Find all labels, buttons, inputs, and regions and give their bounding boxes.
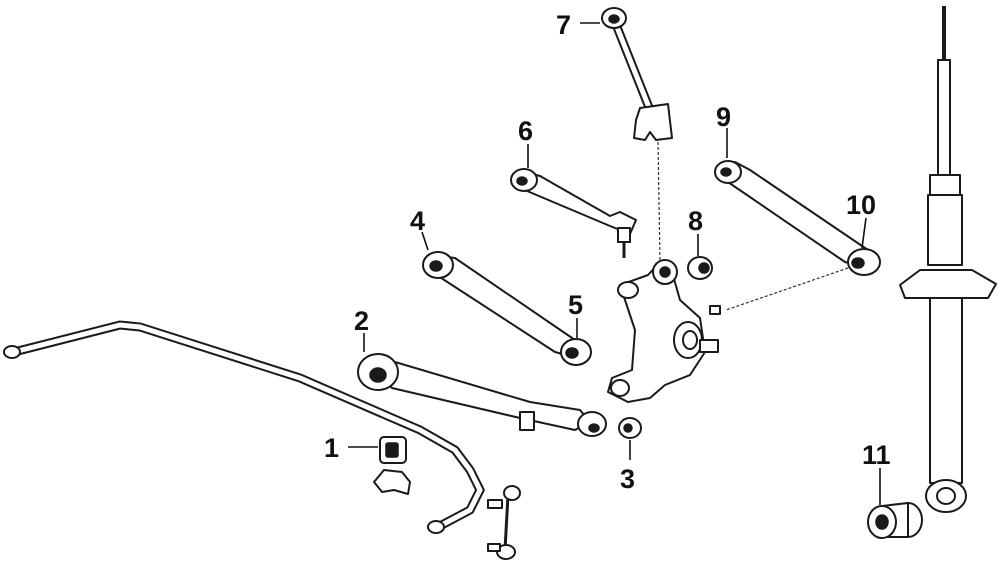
callout-leaders [348, 22, 881, 505]
lower-control-arm [422, 251, 592, 366]
lateral-link-arm [714, 160, 881, 311]
lower-trailing-arm [357, 353, 607, 437]
callout-3: 3 [620, 464, 635, 494]
upper-control-arm [601, 7, 673, 263]
knuckle-bushing-8 [687, 256, 713, 280]
callout-6: 6 [518, 116, 533, 146]
knuckle-bushing-3 [618, 417, 642, 439]
stabilizer-end-link [487, 485, 521, 560]
shock-lower-bushing [867, 502, 923, 539]
callout-2: 2 [354, 306, 369, 336]
callout-9: 9 [716, 102, 731, 132]
shock-absorber [899, 6, 997, 513]
toe-control-arm [510, 168, 637, 258]
callout-5: 5 [568, 290, 583, 320]
stabilizer-bushing [373, 436, 411, 495]
knuckle-hub-carrier [607, 259, 721, 403]
callout-11: 11 [862, 440, 891, 470]
callout-8: 8 [688, 206, 703, 236]
callout-4: 4 [410, 206, 425, 236]
callout-7: 7 [556, 10, 571, 40]
callout-numbers: 1 2 3 4 5 6 7 8 9 10 11 [324, 10, 891, 494]
stabilizer-bar [3, 320, 486, 534]
callout-10: 10 [846, 190, 876, 220]
callout-1: 1 [324, 433, 339, 463]
